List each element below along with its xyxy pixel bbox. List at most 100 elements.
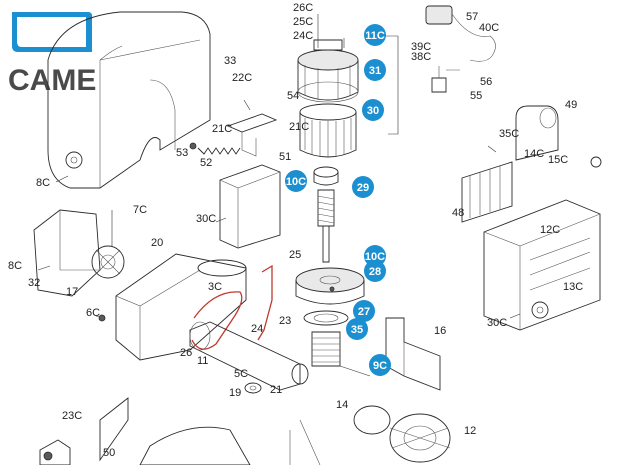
- gear-wheel-12: [353, 405, 451, 463]
- part-label: 12: [464, 425, 476, 437]
- part-23c: [39, 439, 71, 465]
- part-label: 12C: [540, 224, 560, 236]
- callout-badge: 11C: [364, 24, 386, 46]
- base-plate-50: [99, 397, 321, 465]
- screws: [37, 14, 521, 322]
- spring-52: [189, 142, 241, 155]
- part-label: 15C: [548, 154, 568, 166]
- callout-badge: 30: [362, 99, 384, 121]
- callout-badge-label: 9C: [373, 360, 387, 372]
- part-label: 17: [66, 286, 78, 298]
- part-label: 23C: [62, 410, 82, 422]
- callout-badge-circle: [364, 260, 386, 282]
- bearing-19: [244, 382, 262, 394]
- part-label: 55: [470, 90, 482, 102]
- callout-badge-circle: [364, 24, 386, 46]
- part-label: 49: [565, 99, 577, 111]
- part-label: 6C: [86, 307, 100, 319]
- callout-badge-circle: [352, 176, 374, 198]
- part-label: 21: [270, 384, 282, 396]
- part-label: 14C: [524, 148, 544, 160]
- part-label: 3C: [208, 281, 222, 293]
- part-label: 24: [251, 323, 263, 335]
- part-label: 5C: [234, 368, 248, 380]
- part-label: 52: [200, 157, 212, 169]
- gear-wheel-28: [295, 267, 365, 305]
- spring-3c: [191, 291, 243, 350]
- callout-badge-label: 28: [369, 266, 381, 278]
- gearbox-body-20: [115, 253, 247, 361]
- callout-badge-circle: [369, 354, 391, 376]
- part-label: 23: [279, 315, 291, 327]
- part-label: 22C: [232, 72, 252, 84]
- callout-badge-label: 35: [351, 324, 363, 336]
- callout-badge: 9C: [369, 354, 391, 376]
- callout-badge: 35: [346, 318, 368, 340]
- part-label: 53: [176, 147, 188, 159]
- part-label: 26: [180, 347, 192, 359]
- part-label: 57: [466, 11, 478, 23]
- part-label: 51: [279, 151, 291, 163]
- part-label: 48: [452, 207, 464, 219]
- part-label: 40C: [479, 22, 499, 34]
- callout-badge: 31: [364, 59, 386, 81]
- came-logo: CAME: [8, 12, 96, 97]
- part-label: 7C: [133, 204, 147, 216]
- callout-badge-circle: [353, 300, 375, 322]
- control-board: [483, 156, 602, 331]
- part-label: 14: [336, 399, 348, 411]
- callout-badge: 10C: [285, 170, 307, 192]
- part-label: 16: [434, 325, 446, 337]
- part-label: 30C: [196, 213, 216, 225]
- bearing-10c: [313, 166, 339, 186]
- callout-badge-label: 30: [367, 105, 379, 117]
- capacitor-57: [425, 5, 496, 62]
- cover-17: [33, 209, 101, 297]
- callout-badge-circle: [346, 318, 368, 340]
- bracket-51: [219, 113, 281, 249]
- callout-badge-label: 10C: [286, 176, 306, 188]
- part-label: 25: [289, 249, 301, 261]
- callout-badge-label: 31: [369, 65, 381, 77]
- part-label: 39C: [411, 41, 431, 53]
- logo-wordmark: CAME: [8, 64, 96, 97]
- release-plate-25: [257, 264, 273, 341]
- part-label: 20: [151, 237, 163, 249]
- part-label: 8C: [36, 177, 50, 189]
- part-label: 56: [480, 76, 492, 88]
- part-label: 35C: [499, 128, 519, 140]
- callout-badge: 27: [353, 300, 375, 322]
- callout-badge-circle: [364, 59, 386, 81]
- part-label: 26C: [293, 2, 313, 14]
- cable-gland-55: [431, 66, 460, 93]
- part-label: 13C: [563, 281, 583, 293]
- callout-badge-circle: [285, 170, 307, 192]
- part-label: 24C: [293, 30, 313, 42]
- callout-badge-label: 27: [358, 306, 370, 318]
- pinion-gear-7c: [91, 210, 125, 279]
- rotor-30: [299, 103, 357, 158]
- part-label: 19: [229, 387, 241, 399]
- shaft-11: [189, 321, 309, 391]
- logo-frame-inner: [17, 17, 86, 47]
- part-label: 50: [103, 447, 115, 459]
- callout-badge-label: 10C: [365, 251, 385, 263]
- control-housing-49: [515, 105, 559, 161]
- transformer-48: [461, 161, 513, 223]
- group-bracket-line: [380, 35, 399, 135]
- part-label: 25C: [293, 16, 313, 28]
- part-label: 38C: [411, 51, 431, 63]
- mounting-bracket-16: [385, 317, 441, 391]
- callout-badge: 29: [352, 176, 374, 198]
- part-label: 30C: [487, 317, 507, 329]
- callout-badge: 28: [364, 260, 386, 282]
- part-label: 32: [28, 277, 40, 289]
- callout-badge-label: 29: [357, 182, 369, 194]
- callout-badge-label: 11C: [365, 30, 385, 42]
- part-label: 21C: [212, 123, 232, 135]
- motor-stator-31: [297, 39, 359, 103]
- part-label: 8C: [8, 260, 22, 272]
- part-label: 54: [287, 90, 299, 102]
